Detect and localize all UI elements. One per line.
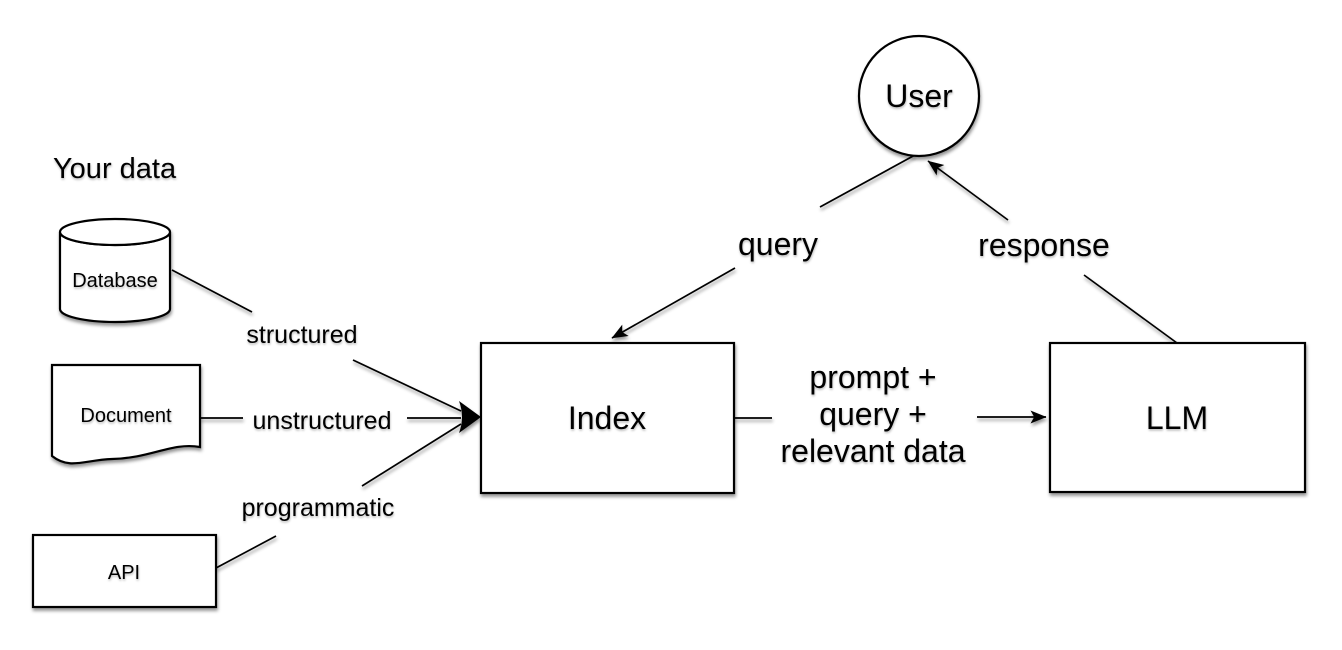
edge-api-programmatic-seg1 (215, 535, 277, 569)
query-edge-label: query (738, 226, 818, 262)
llm-label: LLM (1146, 400, 1208, 436)
database-cylinder-top (58, 217, 172, 247)
edge-api-programmatic-seg2 (361, 423, 462, 487)
programmatic-edge-label: programmatic (242, 494, 395, 522)
index-llm-label-line3: relevant data (780, 433, 965, 469)
response-edge-label: response (978, 227, 1110, 263)
merge-arrowhead (459, 401, 481, 433)
edges-layer (171, 154, 1178, 569)
index-box (479, 341, 736, 495)
index-llm-label-line2: query + (819, 396, 927, 432)
edge-llm-response-seg1 (927, 160, 1009, 221)
user-circle (857, 34, 981, 158)
llm-box (1048, 341, 1307, 494)
unstructured-edge-label: unstructured (253, 407, 392, 435)
user-label: User (885, 78, 953, 114)
document-shape (50, 363, 202, 465)
index-llm-label-line1: prompt + (809, 359, 936, 395)
api-label: API (108, 562, 140, 584)
labels-layer: Your data Database Document API Index LL… (53, 78, 1208, 584)
edge-user-query-seg2 (611, 267, 736, 339)
section-title: Your data (53, 153, 177, 185)
edge-llm-response-seg2 (1083, 274, 1178, 344)
edge-database-structured-seg1 (171, 269, 253, 313)
api-box (31, 533, 218, 609)
edge-user-query-seg1 (819, 154, 916, 208)
nodes-layer (31, 34, 1307, 609)
edge-database-structured-seg2 (352, 359, 462, 412)
document-label: Document (80, 405, 172, 427)
index-label: Index (568, 400, 646, 436)
database-label: Database (72, 270, 158, 292)
structured-edge-label: structured (246, 321, 357, 349)
